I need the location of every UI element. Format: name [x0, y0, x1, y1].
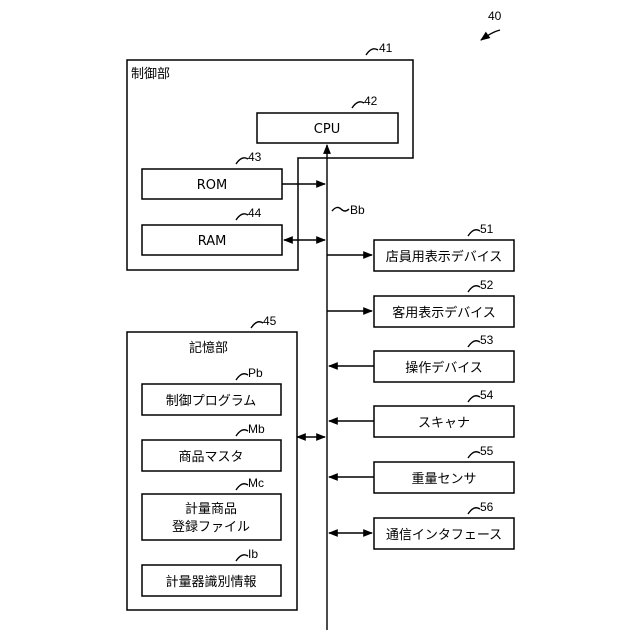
- product-master-label: 商品マスタ: [178, 450, 243, 465]
- clerk-display-leader: [468, 230, 480, 236]
- customer-display-leader: [468, 286, 480, 292]
- control-program-label: 制御プログラム: [166, 394, 257, 409]
- clerk-display-label: 店員用表示デバイス: [386, 249, 503, 265]
- scale-id-info-ref: Ib: [248, 547, 258, 561]
- weighed-item-file-ref: Mc: [248, 476, 264, 490]
- cpu-label: CPU: [314, 122, 340, 137]
- operation-device-ref: 53: [480, 333, 494, 347]
- storage-unit-leader: [251, 322, 263, 328]
- control-unit-leader: [366, 49, 378, 55]
- rom-ref: 43: [248, 150, 262, 164]
- comm-interface-label: 通信インタフェース: [386, 528, 502, 543]
- weight-sensor-leader: [468, 452, 480, 458]
- ram-label: RAM: [198, 234, 227, 249]
- operation-device-leader: [468, 341, 480, 347]
- storage-unit-title: 記憶部: [189, 340, 228, 356]
- comm-interface-leader: [468, 508, 480, 514]
- figure-ref-label: 40: [488, 9, 502, 23]
- weighed-item-file-label-line2: 登録ファイル: [172, 520, 250, 535]
- weight-sensor-label: 重量センサ: [411, 471, 476, 487]
- control-unit-title: 制御部: [131, 67, 170, 82]
- scanner-leader: [468, 396, 480, 402]
- scale-id-info-label: 計量器識別情報: [165, 574, 256, 590]
- product-master-ref: Mb: [248, 422, 265, 436]
- scanner-ref: 54: [480, 388, 494, 402]
- scanner-label: スキャナ: [418, 416, 470, 431]
- control-program-ref: Pb: [248, 366, 263, 380]
- operation-device-label: 操作デバイス: [405, 360, 483, 376]
- weight-sensor-ref: 55: [480, 444, 494, 458]
- bus-label: Bb: [350, 203, 365, 217]
- ram-ref: 44: [248, 206, 262, 220]
- rom-label: ROM: [197, 178, 227, 193]
- customer-display-label: 客用表示デバイス: [392, 305, 496, 321]
- bus-leader: [332, 207, 349, 211]
- cpu-ref: 42: [364, 94, 378, 108]
- weighed-item-file-label-line1: 計量商品: [185, 501, 237, 517]
- figure-ref-arrow: [481, 30, 500, 40]
- clerk-display-ref: 51: [480, 222, 494, 236]
- storage-unit-ref: 45: [263, 314, 277, 328]
- comm-interface-ref: 56: [480, 500, 494, 514]
- control-unit-ref: 41: [379, 41, 393, 55]
- customer-display-ref: 52: [480, 278, 494, 292]
